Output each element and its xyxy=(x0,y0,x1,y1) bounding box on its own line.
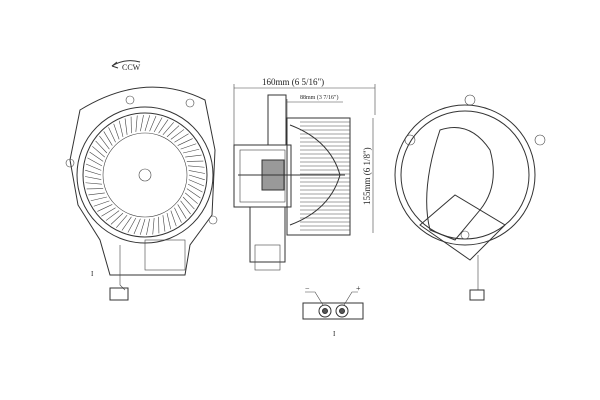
dim-wheel-length: 88mm (3 7/16") xyxy=(300,94,338,101)
fan-blades xyxy=(84,114,206,236)
rotation-label: CCW xyxy=(122,63,141,72)
dim-overall-length: 160mm (6 5/16") xyxy=(262,77,324,87)
connector-plus-label: + xyxy=(356,284,361,293)
connector-detail: − + I xyxy=(302,284,364,338)
dim-diameter: 155mm (6 1/8") xyxy=(362,147,372,205)
wheel-vanes xyxy=(300,121,350,231)
section-mark-connector: I xyxy=(333,330,336,338)
front-view: CCW I xyxy=(65,60,218,301)
rear-view xyxy=(394,94,546,301)
connector-minus-label: − xyxy=(305,284,310,293)
side-view: 160mm (6 5/16") 88mm (3 7/16") 155mm (6 … xyxy=(233,77,376,271)
section-mark-left: I xyxy=(91,270,94,278)
